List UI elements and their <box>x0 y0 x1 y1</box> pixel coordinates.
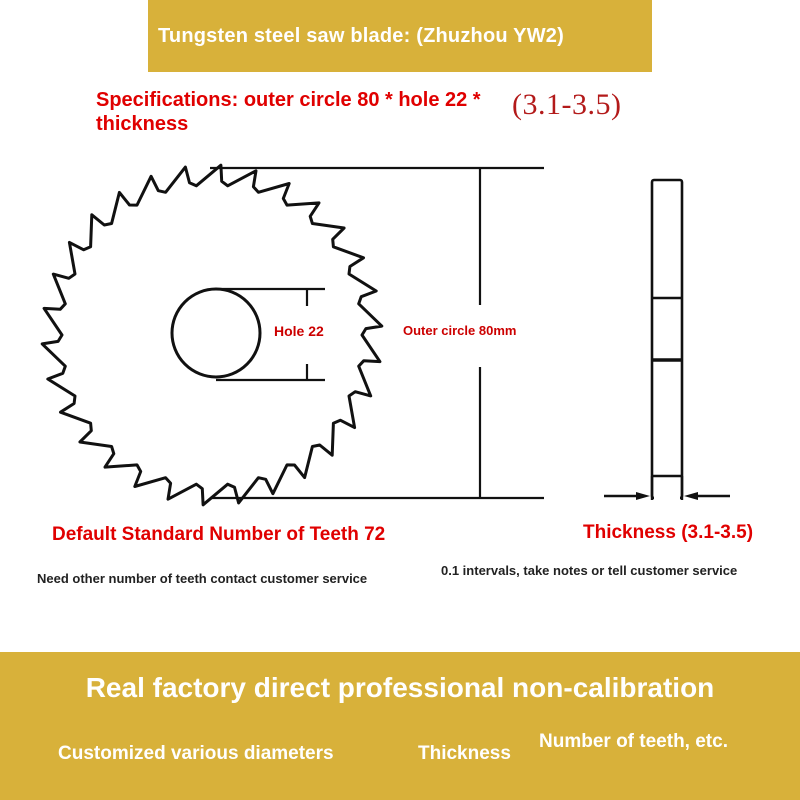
thickness-label: Thickness (3.1-3.5) <box>583 522 754 543</box>
thickness-note: 0.1 intervals, take notes or tell custom… <box>441 563 738 578</box>
arrow-right-icon <box>636 492 650 500</box>
outer-circle-label: Outer circle 80mm <box>403 323 517 338</box>
top-banner: Tungsten steel saw blade: (Zhuzhou YW2) <box>148 0 652 72</box>
specifications-text: Specifications: outer circle 80 * hole 2… <box>96 89 481 135</box>
hole-circle <box>170 287 262 379</box>
hole-label: Hole 22 <box>274 323 324 339</box>
arrow-left-icon <box>684 492 698 500</box>
feature-teeth: Number of teeth, etc. <box>539 731 728 752</box>
feature-thickness: Thickness <box>418 743 511 764</box>
footer-title: Real factory direct professional non-cal… <box>85 672 715 703</box>
teeth-note: Need other number of teeth contact custo… <box>37 571 368 586</box>
teeth-count-label: Default Standard Number of Teeth 72 <box>52 524 386 545</box>
saw-blade-outline-icon <box>40 163 384 507</box>
specifications-range: (3.1-3.5) <box>512 88 622 121</box>
blade-side-view <box>650 178 684 500</box>
feature-diameters: Customized various diameters <box>58 743 334 764</box>
product-title: Tungsten steel saw blade: (Zhuzhou YW2) <box>158 24 564 47</box>
bottom-banner <box>0 652 800 800</box>
